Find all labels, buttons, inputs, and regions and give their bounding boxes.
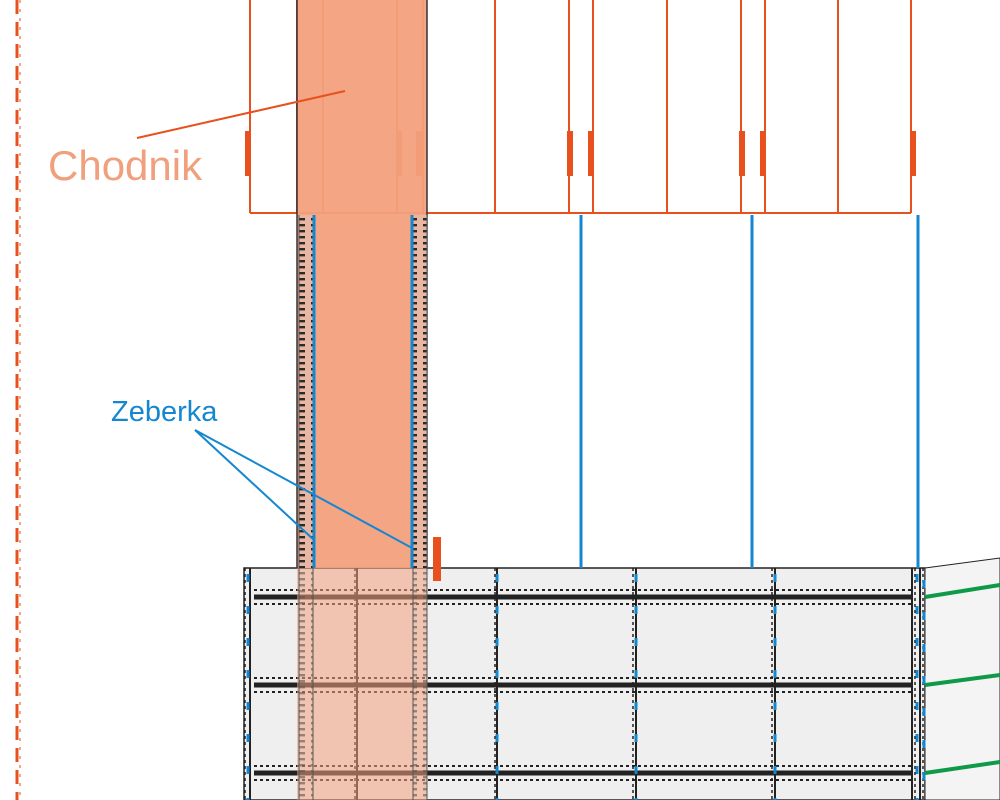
ribs-label: Zeberka [111,396,218,428]
reference-line [15,0,21,800]
walkway-leader [136,90,346,139]
orange-marker [433,537,441,581]
walkway-label: Chodnik [48,142,203,189]
ribs [312,215,920,568]
ribs-leaders [194,429,413,549]
green-rails [924,583,1000,775]
walkway-band [296,0,428,800]
